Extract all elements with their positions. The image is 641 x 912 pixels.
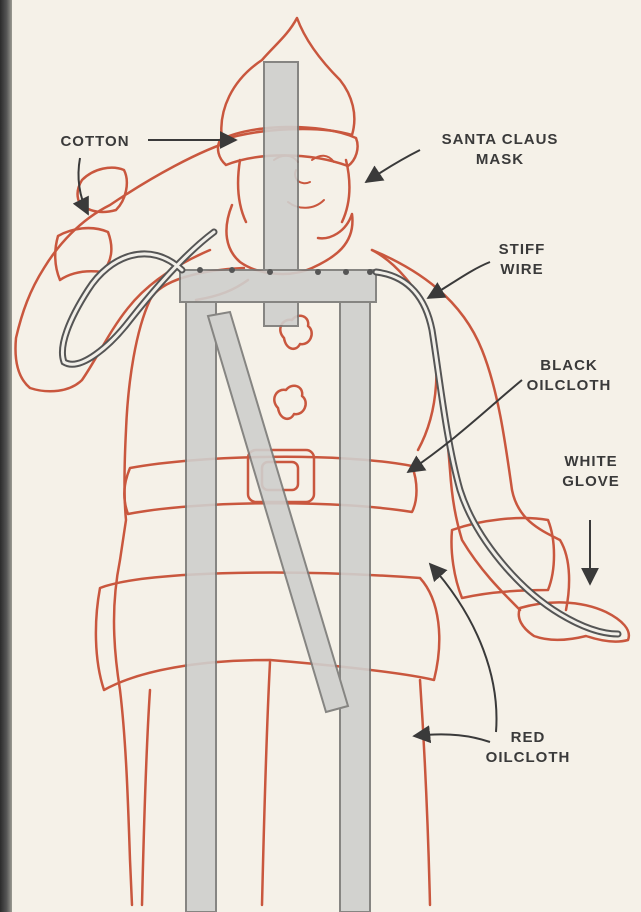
label-red-oilcloth: RED OILCLOTH bbox=[470, 728, 586, 768]
callout-arrows bbox=[78, 140, 590, 742]
frame-left-leg bbox=[186, 300, 216, 912]
left-leg-outline bbox=[142, 690, 150, 905]
label-santa-claus-mask: SANTA CLAUS MASK bbox=[420, 130, 580, 170]
coat-button-lower bbox=[274, 386, 305, 419]
right-leg-outline bbox=[420, 680, 430, 905]
label-cotton: COTTON bbox=[40, 132, 150, 152]
coat-hem-outline bbox=[96, 573, 439, 690]
frame-diagonal-brace bbox=[208, 312, 348, 712]
arrow-black-oilcloth bbox=[408, 380, 522, 472]
hanging-sleeve-cuff bbox=[451, 518, 554, 598]
arrow-stiff-wire bbox=[428, 262, 490, 298]
hanging-arm-outline bbox=[372, 250, 569, 610]
leg-split bbox=[262, 662, 270, 905]
label-black-oilcloth: BLACK OILCLOTH bbox=[510, 356, 628, 396]
label-white-glove: WHITE GLOVE bbox=[548, 452, 634, 492]
wood-frame bbox=[180, 62, 376, 912]
frame-right-leg bbox=[340, 300, 370, 912]
arrow-santa-mask bbox=[366, 150, 420, 182]
label-stiff-wire: STIFF WIRE bbox=[482, 240, 562, 280]
